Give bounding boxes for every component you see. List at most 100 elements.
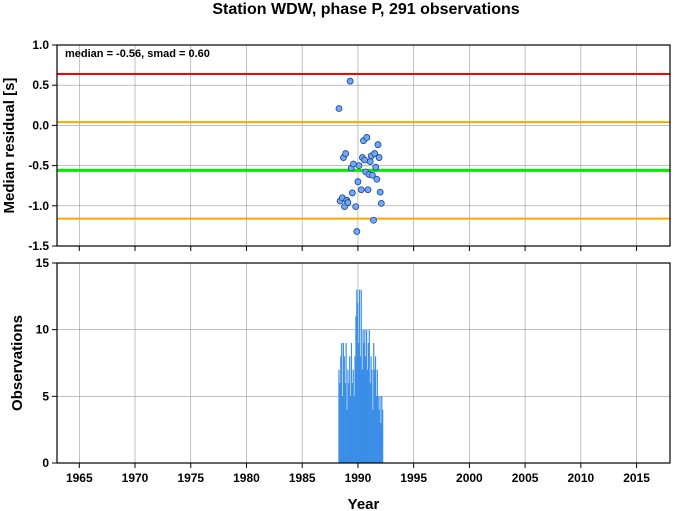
y-tick-label: 10 [36, 323, 50, 337]
x-tick-label: 1965 [66, 471, 93, 485]
histogram-bar [341, 396, 344, 463]
histogram-bar [366, 329, 368, 463]
data-point [363, 134, 371, 141]
histogram-bar [340, 356, 342, 463]
histogram-bar [372, 409, 374, 463]
data-point [372, 163, 380, 171]
histogram-bar [374, 356, 377, 463]
histogram-bar [359, 356, 361, 463]
histogram-bar [364, 329, 366, 463]
histogram-bar [378, 409, 380, 463]
histogram-bar [361, 369, 363, 463]
histogram-bar [350, 343, 353, 463]
y-tick-label: 0 [42, 456, 49, 470]
data-point [346, 77, 354, 85]
y-tick-label: 0.0 [32, 118, 49, 132]
histogram-bar [363, 343, 365, 463]
data-point [357, 186, 365, 194]
histogram-bar [339, 383, 341, 463]
data-point [374, 141, 382, 149]
histogram-bar [380, 423, 382, 463]
histogram-bar [369, 383, 371, 463]
data-point [369, 171, 376, 179]
y-tick-label: 15 [36, 256, 50, 270]
y-axis-label: Observations [9, 315, 26, 411]
histogram-bar [353, 396, 355, 463]
data-point [342, 150, 350, 157]
x-tick-label: 1995 [400, 471, 427, 485]
x-tick-label: 2005 [512, 471, 539, 485]
y-tick-label: -1.5 [28, 239, 49, 253]
plot-frame [56, 44, 671, 247]
data-point [350, 160, 357, 168]
histogram-bar [341, 343, 343, 463]
histogram-bar [354, 356, 356, 463]
x-axis-label: Year [348, 496, 380, 511]
x-tick-label: 1985 [289, 471, 316, 485]
x-tick-label: 1970 [122, 471, 149, 485]
histogram-bar [349, 396, 352, 463]
data-point [352, 203, 360, 211]
histogram-bar [375, 396, 378, 463]
stats-annotation: median = -0.56, smad = 0.60 [65, 48, 210, 60]
y-tick-label: 0.5 [32, 78, 49, 92]
x-tick-label: 1980 [233, 471, 260, 485]
x-tick-label: 1990 [345, 471, 372, 485]
histogram-bar [379, 396, 381, 463]
histogram-bar [352, 369, 354, 463]
histogram-bar [374, 369, 376, 463]
histogram-bar [381, 396, 383, 463]
histogram-bar [342, 343, 345, 463]
histogram-bar [366, 369, 369, 463]
histogram-bar [362, 329, 364, 463]
data-point [361, 156, 369, 164]
data-point [366, 158, 374, 165]
data-point [377, 199, 385, 207]
histogram-bar [365, 356, 367, 463]
plot-frame [56, 262, 671, 464]
histogram-bar [345, 343, 347, 463]
data-point [376, 188, 384, 196]
histogram-bar [377, 396, 379, 463]
data-point [370, 216, 377, 224]
histogram-bar [347, 369, 349, 463]
histogram-bar [349, 356, 351, 463]
histogram-bar [344, 383, 346, 463]
plot-area [57, 45, 670, 246]
y-tick-label: -0.5 [28, 159, 49, 173]
data-point [354, 178, 362, 186]
data-point [373, 175, 381, 183]
x-tick-label: 2010 [567, 471, 594, 485]
histogram-bar [373, 343, 375, 463]
y-tick-label: 5 [42, 389, 49, 403]
histogram-bar [367, 343, 370, 463]
histogram-bar [371, 369, 373, 463]
x-tick-label: 2015 [623, 471, 650, 485]
histogram-bar [358, 289, 361, 463]
data-point [353, 228, 361, 235]
histogram-bar [370, 356, 372, 463]
histogram-bar [368, 329, 370, 463]
x-tick-label: 2000 [456, 471, 483, 485]
data-point [335, 105, 343, 112]
histogram-bar [355, 316, 357, 463]
data-point [364, 186, 372, 194]
histogram-bar [356, 289, 358, 463]
histogram-bar [338, 369, 340, 463]
histogram-bar [376, 369, 378, 463]
histogram-bar [346, 409, 348, 463]
data-point [375, 154, 383, 161]
histogram-bar [382, 409, 384, 463]
data-point [344, 199, 352, 206]
data-point [348, 189, 356, 197]
y-axis-label: Median residual [s] [1, 78, 18, 214]
histogram-bar [348, 383, 350, 463]
y-tick-label: -1.0 [28, 199, 49, 213]
histogram-bar [343, 356, 345, 463]
x-tick-label: 1975 [177, 471, 204, 485]
chart-title: Station WDW, phase P, 291 observations [212, 1, 519, 18]
histogram-bar [357, 343, 360, 463]
